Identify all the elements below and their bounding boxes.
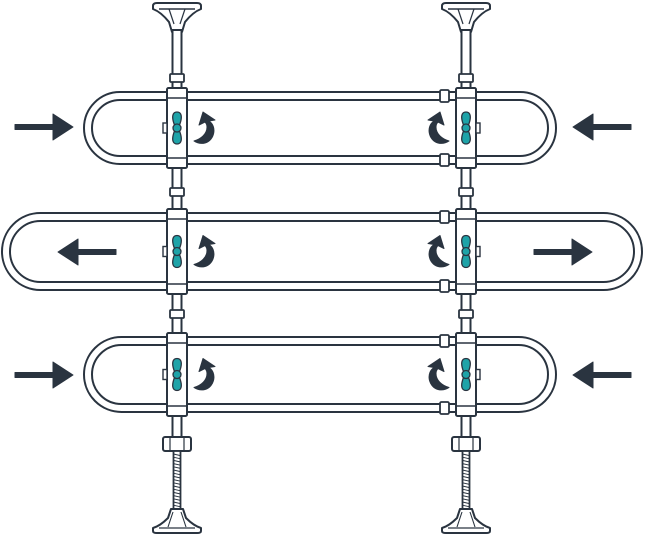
tube-collar xyxy=(459,188,473,196)
sleeve-joint xyxy=(440,154,449,166)
clamp-bolt xyxy=(163,247,167,257)
clamp-bolt xyxy=(476,123,480,133)
knob-hub xyxy=(462,371,470,379)
sleeve-joint xyxy=(440,90,449,102)
wing-knob-icon xyxy=(462,112,471,144)
knob-hub xyxy=(173,371,181,379)
knob-hub xyxy=(462,124,470,132)
adjust-nut xyxy=(452,437,480,451)
knob-hub xyxy=(173,248,181,256)
adjust-nut xyxy=(163,437,191,451)
tube-collar xyxy=(459,74,473,82)
wing-knob-icon xyxy=(173,359,182,391)
wing-knob-icon xyxy=(173,112,182,144)
tube-collar xyxy=(170,188,184,196)
sleeve-joint xyxy=(440,280,449,292)
clamp-bolt xyxy=(163,123,167,133)
clamp-bolt xyxy=(476,247,480,257)
wing-knob-icon xyxy=(173,236,182,268)
sleeve-joint xyxy=(440,402,449,414)
wing-knob-icon xyxy=(462,236,471,268)
clamp-bolt xyxy=(163,370,167,380)
tube-collar xyxy=(170,74,184,82)
sleeve-joint xyxy=(440,335,449,347)
knob-hub xyxy=(173,124,181,132)
wing-knob-icon xyxy=(462,359,471,391)
tube-collar xyxy=(459,310,473,318)
knob-hub xyxy=(462,248,470,256)
tube-collar xyxy=(170,310,184,318)
sleeve-joint xyxy=(440,211,449,223)
clamp-bolt xyxy=(476,370,480,380)
